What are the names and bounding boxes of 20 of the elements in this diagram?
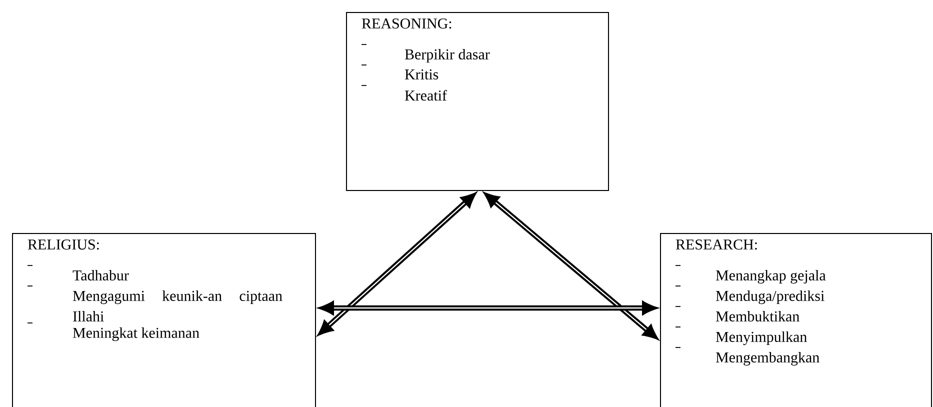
list-item: Mengembangkan (716, 352, 820, 366)
box-heading: RESEARCH: (676, 240, 757, 250)
list-item: Menyimpulkan (716, 331, 807, 346)
box-heading: RELIGIUS: (28, 240, 99, 250)
box-heading: REASONING: (362, 18, 452, 29)
text-box (12, 233, 316, 407)
text-box (346, 12, 609, 191)
list-item: Mengagumi keunik-an ciptaan Illahi (72, 290, 282, 322)
list-item: Meningkat keimanan (72, 327, 200, 342)
double-arrow (318, 300, 658, 316)
double-arrow (484, 192, 658, 340)
list-item: Berpikir dasar (404, 48, 490, 63)
text-box (660, 233, 932, 407)
list-item: Kritis (404, 69, 438, 80)
double-arrow (318, 192, 476, 336)
list-item: Menangkap gejala (716, 270, 826, 284)
list-item: Kreatif (404, 90, 447, 101)
list-item: Menduga/prediksi (716, 290, 824, 304)
list-item: Membuktikan (716, 310, 800, 322)
list-item: Tadhabur (72, 270, 129, 280)
